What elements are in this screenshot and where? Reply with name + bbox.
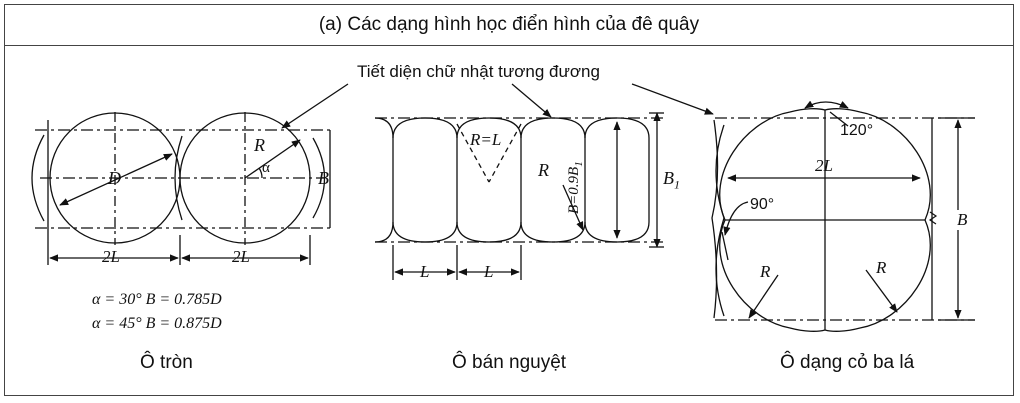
semicircle-radius-label: R xyxy=(538,160,549,180)
diameter-label: D xyxy=(108,168,121,188)
width-b-label: B xyxy=(318,168,329,188)
angle-90-label: 90° xyxy=(750,196,775,213)
formula-alpha-45: α = 45° B = 0.875D xyxy=(92,315,222,332)
round-cell-diagram xyxy=(31,83,349,265)
cloverleaf-cell-diagram xyxy=(631,83,975,332)
formula-alpha-30: α = 30° B = 0.785D xyxy=(92,291,222,308)
inner-width-label: B=0.9B1 xyxy=(566,161,585,214)
cloverleaf-2l-label: 2L xyxy=(815,156,833,175)
b1-label: B1 xyxy=(663,168,680,193)
l-label-left: L xyxy=(420,262,430,281)
b1-text: B xyxy=(663,168,674,188)
angle-120-label: 120° xyxy=(840,122,874,139)
equivalent-section-callout: Tiết diện chữ nhật tương đương xyxy=(357,62,600,81)
caption-semicircle-cell: Ô bán nguyệt xyxy=(452,352,567,373)
caption-round-cell: Ô tròn xyxy=(140,352,193,373)
inner-width-subscript: 1 xyxy=(573,161,585,167)
figure-frame xyxy=(4,4,1014,396)
spacing-2l-left-label: 2L xyxy=(102,247,120,266)
caption-cloverleaf-cell: Ô dạng cỏ ba lá xyxy=(780,352,915,373)
semicircle-cell-diagram xyxy=(374,83,665,280)
radius-label: R xyxy=(254,135,265,155)
r-equals-l-label: R=L xyxy=(470,130,502,149)
l-label-right: L xyxy=(484,262,494,281)
cloverleaf-radius-left-label: R xyxy=(760,262,771,281)
figure-title-text: (a) Các dạng hình học điển hình của đê q… xyxy=(318,13,700,35)
figure-title: (a) Các dạng hình học điển hình của đê q… xyxy=(4,4,1014,46)
b1-subscript: 1 xyxy=(674,177,680,192)
alpha-label: α xyxy=(262,160,270,176)
spacing-2l-right-label: 2L xyxy=(232,247,250,266)
inner-width-text: B=0.9B xyxy=(566,166,582,214)
cloverleaf-width-b-label: B xyxy=(956,210,969,230)
cloverleaf-radius-right-label: R xyxy=(876,258,887,277)
